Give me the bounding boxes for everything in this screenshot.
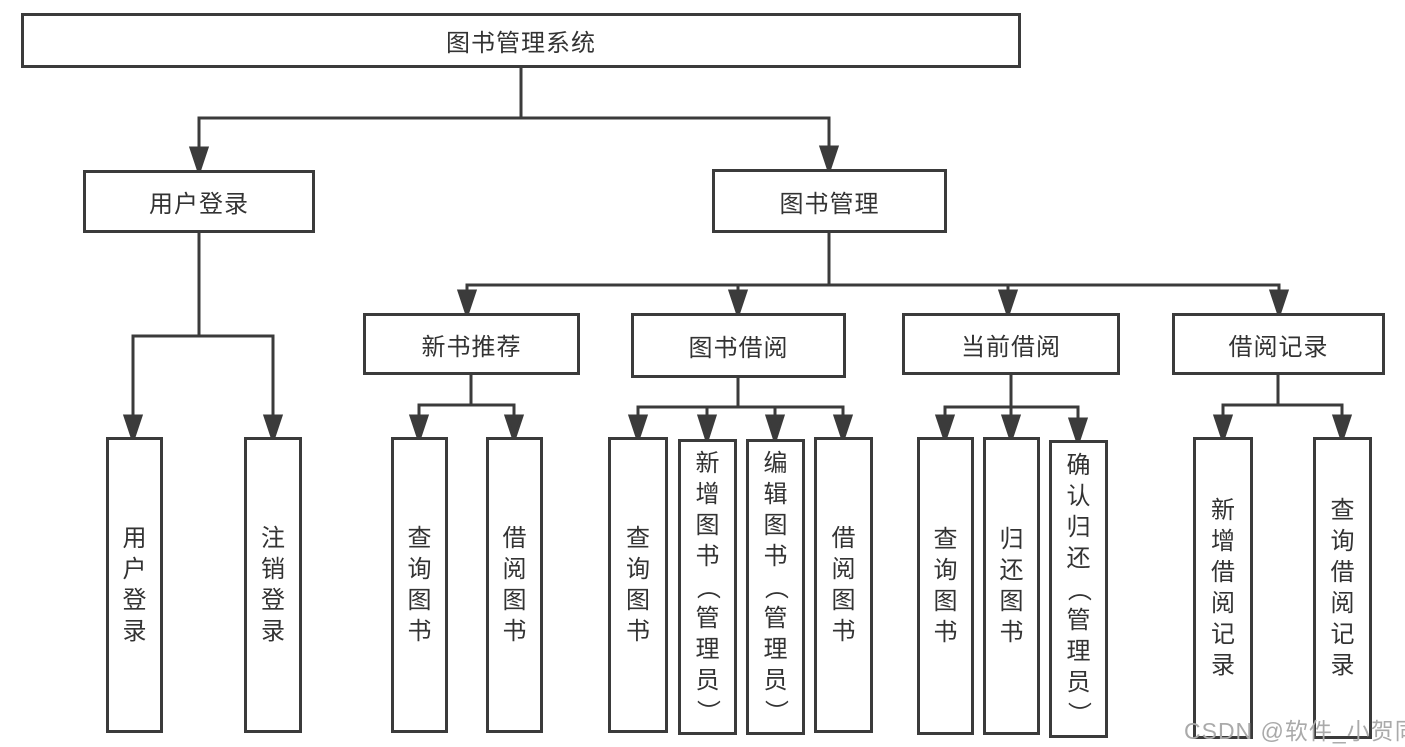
arrowhead (627, 414, 649, 445)
arrowhead (408, 414, 430, 445)
arrowhead (1212, 414, 1234, 445)
leaf-logout: 注销登录 (244, 437, 302, 733)
arrowhead (727, 289, 749, 320)
leaf-query-borrow-record: 查询借阅记录 (1313, 437, 1372, 739)
node-new-book-recommend: 新书推荐 (363, 313, 580, 375)
leaf-query-book-1: 查询图书 (391, 437, 448, 733)
connector-book-management (456, 231, 1290, 320)
arrowhead (1067, 417, 1089, 448)
leaf-edit-book-admin: 编辑图书（管理员） (746, 439, 805, 735)
arrowhead (818, 145, 840, 176)
arrowhead (1331, 414, 1353, 445)
node-book-borrow: 图书借阅 (631, 313, 846, 378)
leaf-borrow-book-2: 借阅图书 (814, 437, 873, 733)
arrowhead (1268, 289, 1290, 320)
leaf-query-book-3: 查询图书 (917, 437, 974, 735)
leaf-query-book-2: 查询图书 (608, 437, 668, 733)
leaf-add-book-admin: 新增图书（管理员） (678, 439, 737, 735)
connector-user-login (122, 231, 284, 445)
connector-current-borrow (934, 373, 1089, 448)
leaf-add-borrow-record: 新增借阅记录 (1193, 437, 1253, 739)
leaf-confirm-return-admin: 确认归还（管理员） (1049, 440, 1108, 738)
leaf-borrow-book-1: 借阅图书 (486, 437, 543, 733)
node-user-login: 用户登录 (83, 170, 315, 233)
arrowhead (122, 414, 144, 445)
csdn-watermark: CSDN @软件_小贺同学 (1184, 718, 1405, 744)
node-current-borrow: 当前借阅 (902, 313, 1120, 375)
arrowhead (1000, 414, 1022, 445)
arrowhead (696, 414, 718, 446)
connector-root (188, 66, 840, 177)
node-borrow-record: 借阅记录 (1172, 313, 1385, 375)
arrowhead (997, 289, 1019, 320)
connector-book-borrow (627, 376, 854, 446)
node-book-management: 图书管理 (712, 169, 947, 233)
connector-new-book (408, 373, 525, 445)
leaf-return-book: 归还图书 (983, 437, 1040, 735)
connector-borrow-record (1212, 373, 1353, 445)
arrowhead (503, 414, 525, 445)
arrowhead (832, 414, 854, 445)
arrowhead (764, 414, 786, 446)
arrowhead (188, 146, 210, 177)
arrowhead (262, 414, 284, 445)
leaf-user-login: 用户登录 (106, 437, 163, 733)
node-root-system: 图书管理系统 (21, 13, 1021, 68)
arrowhead (456, 289, 478, 320)
arrowhead (934, 414, 956, 445)
